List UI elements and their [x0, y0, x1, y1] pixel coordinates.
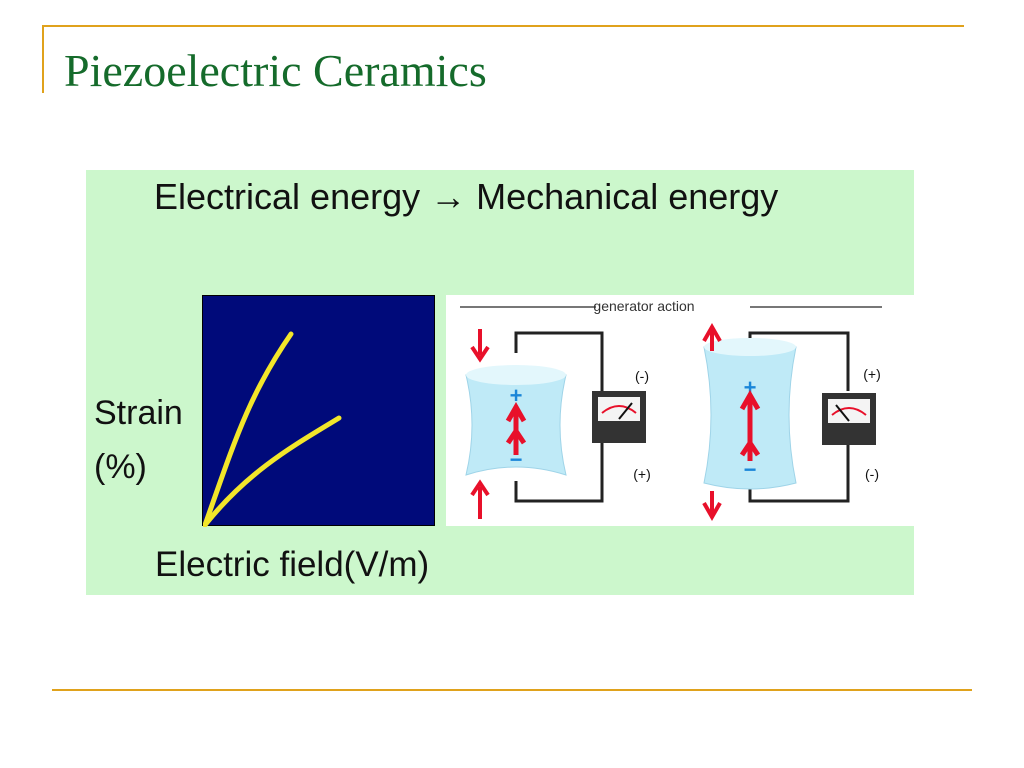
right-top-polarity: (+) [863, 366, 881, 382]
strain-curve-steep [203, 331, 294, 527]
left-meter [592, 391, 646, 443]
title-rule-left [42, 25, 44, 93]
right-stretch-arrow-bottom [702, 491, 722, 522]
left-plus-sign: + [510, 383, 523, 408]
title-rule-top [42, 25, 964, 27]
strain-unit-label: (%) [94, 448, 147, 486]
footer-rule [52, 689, 972, 691]
left-press-arrow-bottom [470, 479, 490, 519]
strain-field-graph [202, 295, 435, 527]
generator-header: generator action [593, 298, 694, 314]
strain-label: Strain [94, 394, 183, 432]
figure-caption-top: Electrical energy → Mechanical energy [154, 176, 779, 217]
strain-curve-shallow [203, 415, 342, 527]
left-circuit-wire [514, 331, 604, 503]
right-polarization-arrow [739, 389, 761, 461]
right-cylinder-top [704, 338, 796, 356]
right-minus-sign: − [744, 457, 757, 482]
right-stretch-arrow-top [702, 322, 722, 351]
left-top-polarity: (-) [635, 368, 649, 384]
generator-action-diagram: generator action + − (-) (+) + − [446, 295, 914, 526]
left-bottom-polarity: (+) [633, 466, 651, 482]
left-cylinder-top [466, 365, 566, 385]
left-press-arrow-top [470, 329, 490, 363]
right-meter [822, 393, 876, 445]
figure-caption-bottom: Electric field(V/m) [155, 545, 430, 584]
right-plus-sign: + [744, 375, 757, 400]
slide-title: Piezoelectric Ceramics [64, 45, 487, 96]
right-bottom-polarity: (-) [865, 466, 879, 482]
left-minus-sign: − [510, 447, 523, 472]
left-polarization-arrow [505, 401, 527, 455]
